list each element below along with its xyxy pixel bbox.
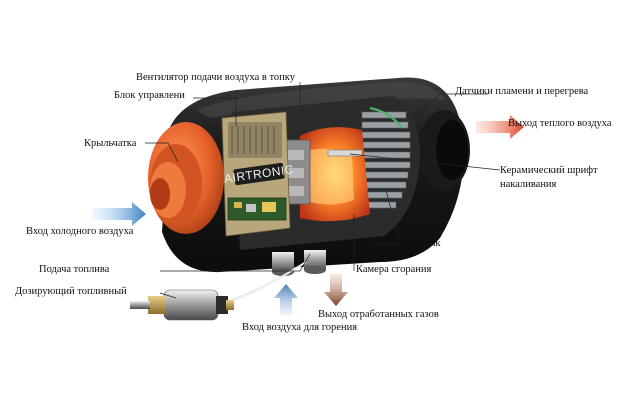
label-exhaust-out: Выход отработанных газов: [318, 309, 439, 320]
cold-air-arrow: [92, 202, 146, 226]
label-fuel-supply: Подача топлива: [39, 264, 110, 275]
label-fan: Вентилятор подачи воздуха в топку: [136, 72, 295, 83]
label-glow-pin-1: Керамический шрифт: [500, 165, 598, 176]
glow-pin: [327, 149, 363, 157]
dosing-pump: [130, 289, 234, 321]
exhaust-arrow: [324, 274, 348, 306]
label-warm-air-out: Выход теплого воздуха: [508, 118, 612, 129]
label-combustion-chamber: Камера сгорания: [356, 264, 432, 275]
warm-air-arrow: [476, 115, 524, 139]
circuit-board: [227, 197, 287, 221]
label-combustion-air-in: Вход воздуха для горения: [242, 322, 358, 333]
label-glow-pin-2: накаливания: [500, 179, 557, 190]
leader-lines: [145, 82, 501, 299]
combustion-air-arrow: [274, 284, 298, 316]
label-sensors: Датчики пламени и перегрева: [455, 86, 589, 97]
label-heat-exchanger: Теплообменник: [370, 238, 441, 249]
label-dosing-pump: Дозирующий топливный: [15, 286, 127, 297]
combustion-air-pipe: [272, 252, 294, 272]
sensor-wire: [369, 106, 403, 129]
label-impeller: Крыльчатка: [84, 138, 137, 149]
brand-plate: [233, 162, 285, 186]
label-cold-air-in: Вход холодного воздуха: [26, 226, 134, 237]
label-control-unit: Блок управлени: [114, 90, 185, 101]
